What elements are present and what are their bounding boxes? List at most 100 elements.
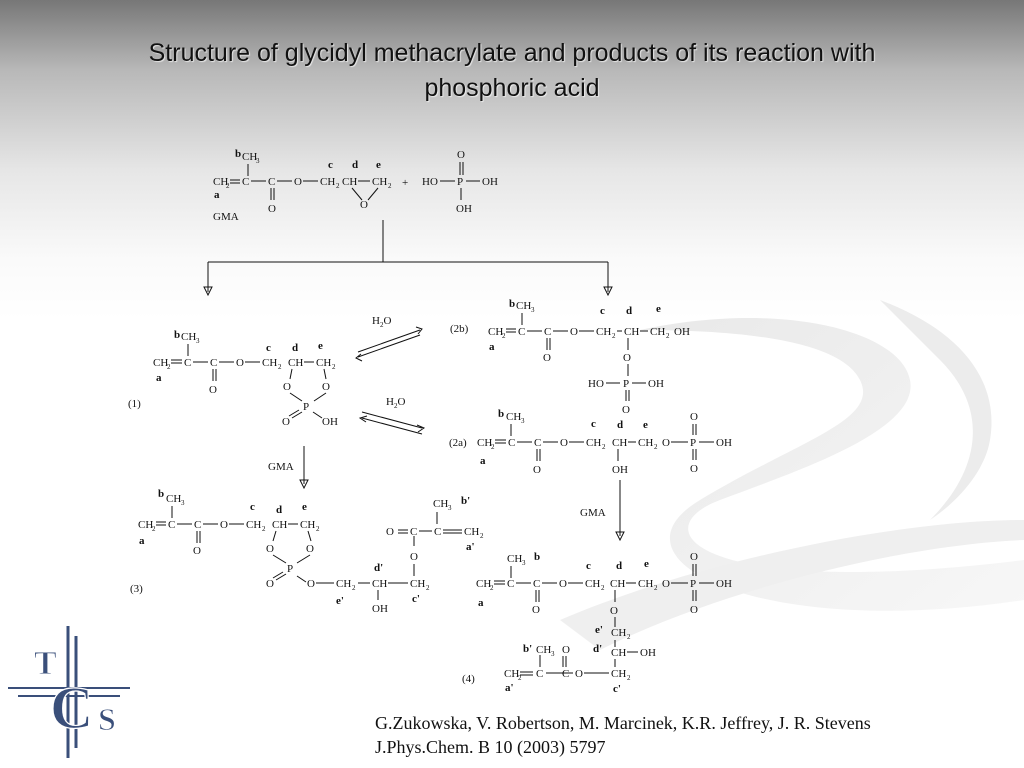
product-2a-label: (2a) [449,437,467,449]
svg-text:CH: CH [488,326,503,338]
svg-text:P: P [690,437,696,449]
svg-text:CH: CH [288,357,303,369]
svg-text:C: C [507,578,514,590]
svg-text:CH: CH [586,437,601,449]
equilibrium-arrows-2a: H2O [358,396,426,435]
svg-text:2: 2 [601,584,605,592]
tcs-logo: T C S [8,626,130,758]
svg-text:O: O [220,519,228,531]
svg-text:CH: CH [516,300,531,312]
svg-text:a: a [139,535,145,547]
svg-text:2: 2 [336,182,340,190]
svg-text:c: c [600,305,605,317]
svg-text:b': b' [523,643,532,655]
svg-text:O: O [282,416,290,428]
svg-text:c: c [328,159,333,171]
svg-text:O: O [559,578,567,590]
svg-text:CH: CH [624,326,639,338]
svg-text:P: P [457,176,463,188]
svg-text:3: 3 [196,337,200,345]
svg-text:O: O [560,437,568,449]
svg-text:2: 2 [518,674,522,682]
svg-text:HO: HO [422,176,438,188]
svg-text:O: O [322,381,330,393]
svg-text:b': b' [461,495,470,507]
svg-text:CH: CH [506,411,521,423]
svg-text:C: C [410,526,417,538]
svg-text:CH: CH [638,437,653,449]
reference-citation: G.Zukowska, V. Robertson, M. Marcinek, K… [375,711,1015,759]
svg-text:CH: CH [612,437,627,449]
svg-text:2: 2 [480,532,484,540]
product-1-label: (1) [128,398,141,410]
svg-text:CH: CH [476,578,491,590]
svg-text:2: 2 [654,443,658,451]
svg-text:2: 2 [352,584,356,592]
svg-text:CH: CH [611,668,626,680]
svg-text:b: b [509,298,515,310]
svg-text:a: a [214,189,220,201]
svg-text:C: C [533,578,540,590]
gma-arrow-right: GMA [580,480,625,542]
svg-text:O: O [662,437,670,449]
svg-text:O: O [294,176,302,188]
svg-text:O: O [457,149,465,161]
svg-text:CH: CH [242,151,257,163]
svg-text:C: C [544,326,551,338]
svg-text:CH: CH [342,176,357,188]
svg-text:3: 3 [522,559,526,567]
svg-text:CH: CH [611,627,626,639]
svg-text:O: O [610,605,618,617]
svg-text:3: 3 [551,650,555,658]
svg-text:d: d [626,305,632,317]
svg-text:2: 2 [262,525,266,533]
svg-text:CH: CH [536,644,551,656]
svg-text:O: O [562,644,570,656]
svg-text:2: 2 [627,633,631,641]
svg-text:CH: CH [336,578,351,590]
svg-text:O: O [690,604,698,616]
svg-text:O: O [575,668,583,680]
svg-text:e: e [644,558,649,570]
product-3-label: (3) [130,583,143,595]
svg-text:O: O [268,203,276,215]
svg-text:2: 2 [332,363,336,371]
svg-text:CH: CH [153,357,168,369]
svg-text:C: C [536,668,543,680]
svg-text:CH: CH [507,553,522,565]
svg-text:e: e [318,340,323,352]
svg-text:C: C [168,519,175,531]
svg-text:d: d [352,159,358,171]
svg-text:O: O [570,326,578,338]
svg-text:C: C [434,526,441,538]
svg-text:OH: OH [648,378,664,390]
svg-text:CH: CH [272,519,287,531]
svg-text:OH: OH [716,437,732,449]
svg-text:d: d [617,419,623,431]
svg-text:CH: CH [433,498,448,510]
product-2b-label: (2b) [450,323,469,335]
svg-text:C: C [268,176,275,188]
svg-text:d': d' [374,562,383,574]
svg-text:3: 3 [448,504,452,512]
svg-text:d: d [292,342,298,354]
svg-text:CH: CH [585,578,600,590]
svg-text:2: 2 [152,525,156,533]
svg-text:O: O [662,578,670,590]
svg-text:CH: CH [262,357,277,369]
svg-text:CH: CH [504,668,519,680]
svg-text:O: O [307,578,315,590]
svg-text:c: c [250,501,255,513]
svg-text:2: 2 [654,584,658,592]
reference-journal: J.Phys.Chem. B 10 (2003) 5797 [375,737,606,757]
svg-text:P: P [287,563,293,575]
svg-text:CH: CH [650,326,665,338]
svg-text:OH: OH [372,603,388,615]
svg-text:OH: OH [716,578,732,590]
svg-text:CH: CH [320,176,335,188]
svg-text:3: 3 [531,306,535,314]
